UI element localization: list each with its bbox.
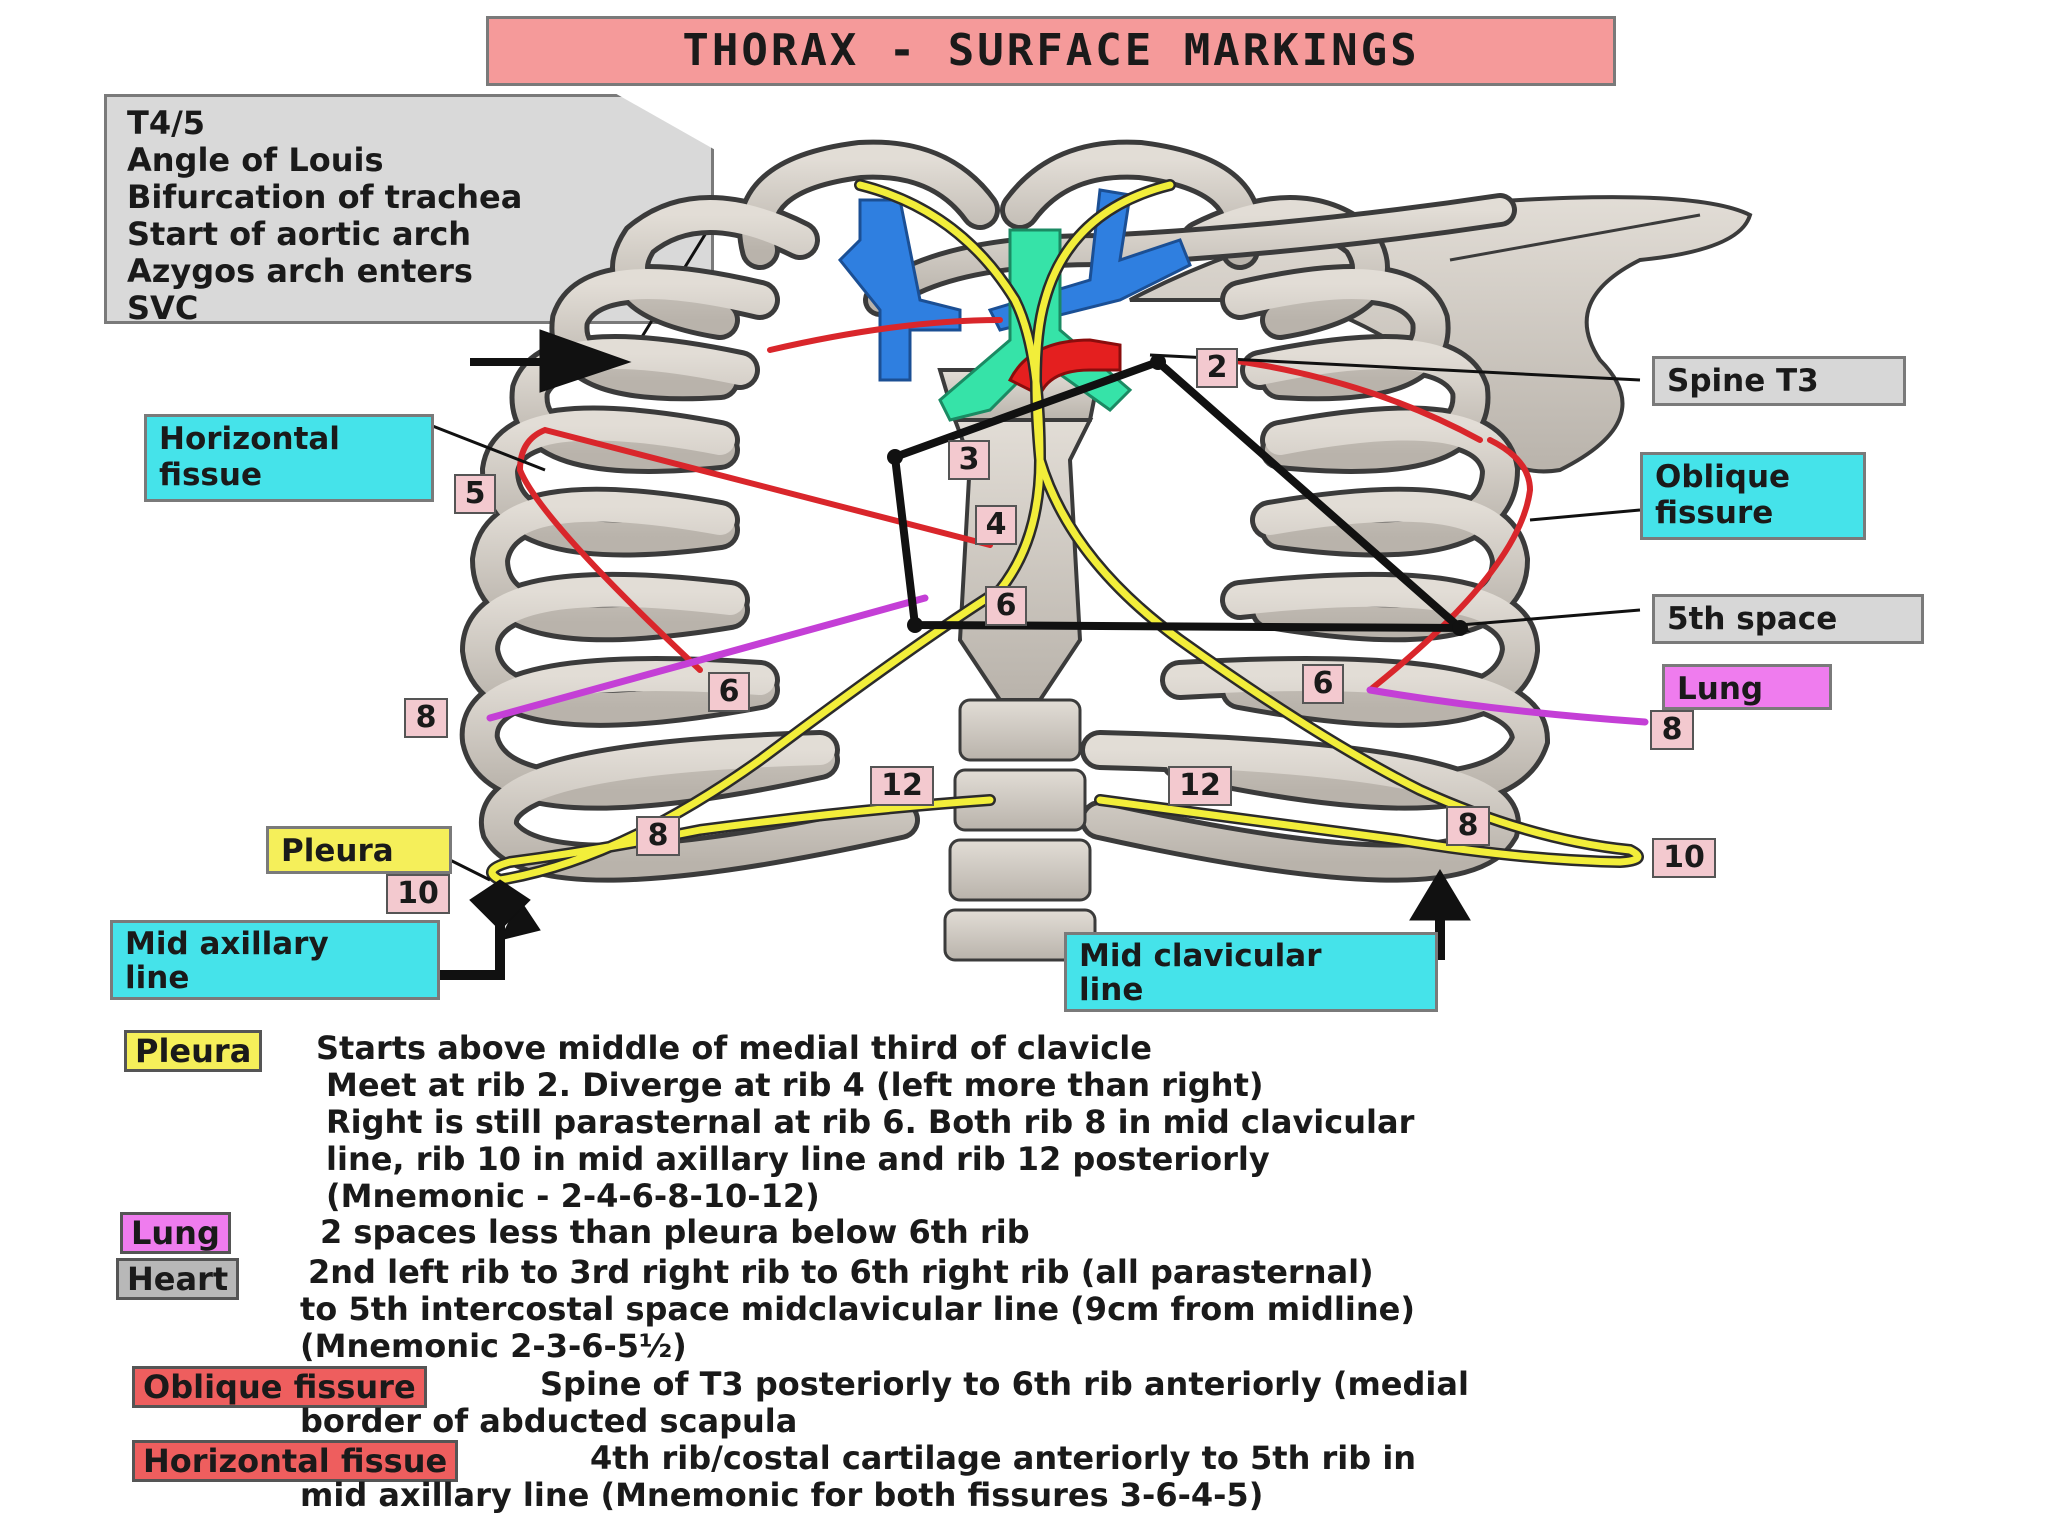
t45-line: Bifurcation of trachea xyxy=(127,178,523,216)
rib-tag: 4 xyxy=(975,505,1017,545)
legend-text-pleura: Right is still parasternal at rib 6. Bot… xyxy=(326,1103,1415,1141)
callout-line: Horizontal xyxy=(159,421,340,457)
rib-tag: 6 xyxy=(985,586,1027,626)
t45-line: Angle of Louis xyxy=(127,141,384,179)
rib-tag: 2 xyxy=(1196,348,1238,388)
rib-tag: 8 xyxy=(1650,710,1694,750)
pleura-lines-fill xyxy=(488,181,1642,884)
lung-lines xyxy=(486,594,1649,726)
legend-text-heart: to 5th intercostal space midclavicular l… xyxy=(300,1290,1415,1328)
t45-line: Start of aortic arch xyxy=(127,215,472,253)
page-title: THORAX - SURFACE MARKINGS xyxy=(486,16,1616,86)
rib-tag: 12 xyxy=(870,766,934,806)
callout-mid-axillary-line: Mid axillary line xyxy=(110,920,440,1000)
legend-text-pleura: Starts above middle of medial third of c… xyxy=(316,1029,1152,1067)
rib-tag: 8 xyxy=(636,816,680,856)
callout-line: fissue xyxy=(159,457,262,493)
callout-oblique-fissure: Oblique fissure xyxy=(1640,452,1866,540)
legend-text-heart: 2nd left rib to 3rd right rib to 6th rig… xyxy=(308,1253,1374,1291)
callout-line: line xyxy=(125,960,190,996)
rib-cage xyxy=(459,139,1551,883)
legend-badge-pleura: Pleura xyxy=(124,1030,263,1072)
legend-text-pleura: Meet at rib 2. Diverge at rib 4 (left mo… xyxy=(326,1066,1264,1104)
legend-badge-lung: Lung xyxy=(120,1212,231,1254)
legend-text-lung: 2 spaces less than pleura below 6th rib xyxy=(320,1213,1030,1251)
t45-line: SVC xyxy=(127,289,199,327)
rib-tag: 8 xyxy=(1446,806,1490,846)
callout-spine-t3: Spine T3 xyxy=(1652,356,1906,406)
rib-tag: 12 xyxy=(1168,766,1232,806)
rib-tag: 10 xyxy=(386,874,450,914)
legend-text-horizontal: mid axillary line (Mnemonic for both fis… xyxy=(300,1476,1264,1514)
rib-tag: 10 xyxy=(1652,838,1716,878)
clavicles xyxy=(863,193,1517,317)
rib-tag: 8 xyxy=(404,698,448,738)
legend-badge-horizontal-fissue: Horizontal fissue xyxy=(132,1440,459,1482)
callout-lung: Lung xyxy=(1662,664,1832,710)
arrows xyxy=(440,329,1471,980)
legend-text-pleura: (Mnemonic - 2-4-6-8-10-12) xyxy=(326,1177,820,1215)
legend-text-horizontal: 4th rib/costal cartilage anteriorly to 5… xyxy=(590,1439,1417,1477)
rib-tag: 6 xyxy=(708,672,750,712)
legend-text-heart: (Mnemonic 2-3-6-5½) xyxy=(300,1327,687,1365)
fissure-lines xyxy=(516,317,1534,693)
rib-tag: 3 xyxy=(948,440,990,480)
vertebral-column xyxy=(943,698,1097,962)
callout-line: Oblique xyxy=(1655,459,1791,495)
legend-text-pleura: line, rib 10 in mid axillary line and ri… xyxy=(326,1140,1270,1178)
callout-line: fissure xyxy=(1655,495,1774,531)
rib-tag: 5 xyxy=(454,474,496,514)
callout-5th-space: 5th space xyxy=(1652,594,1924,644)
callout-pleura: Pleura xyxy=(266,826,452,874)
t45-line: Azygos arch enters xyxy=(127,252,473,290)
legend-text-oblique: Spine of T3 posteriorly to 6th rib anter… xyxy=(540,1365,1469,1403)
callout-horizontal-fissue: Horizontal fissue xyxy=(144,414,434,502)
callout-line: Mid axillary xyxy=(125,926,329,962)
t45-line: T4/5 xyxy=(127,104,206,142)
callout-line: line xyxy=(1079,972,1144,1008)
legend-badge-heart: Heart xyxy=(116,1258,240,1300)
callout-mid-clavicular-line: Mid clavicular line xyxy=(1064,932,1438,1012)
legend-badge-oblique-fissure: Oblique fissure xyxy=(132,1366,427,1408)
rib-tag: 6 xyxy=(1302,664,1344,704)
legend-text-oblique: border of abducted scapula xyxy=(300,1402,798,1440)
callout-line: Mid clavicular xyxy=(1079,938,1322,974)
